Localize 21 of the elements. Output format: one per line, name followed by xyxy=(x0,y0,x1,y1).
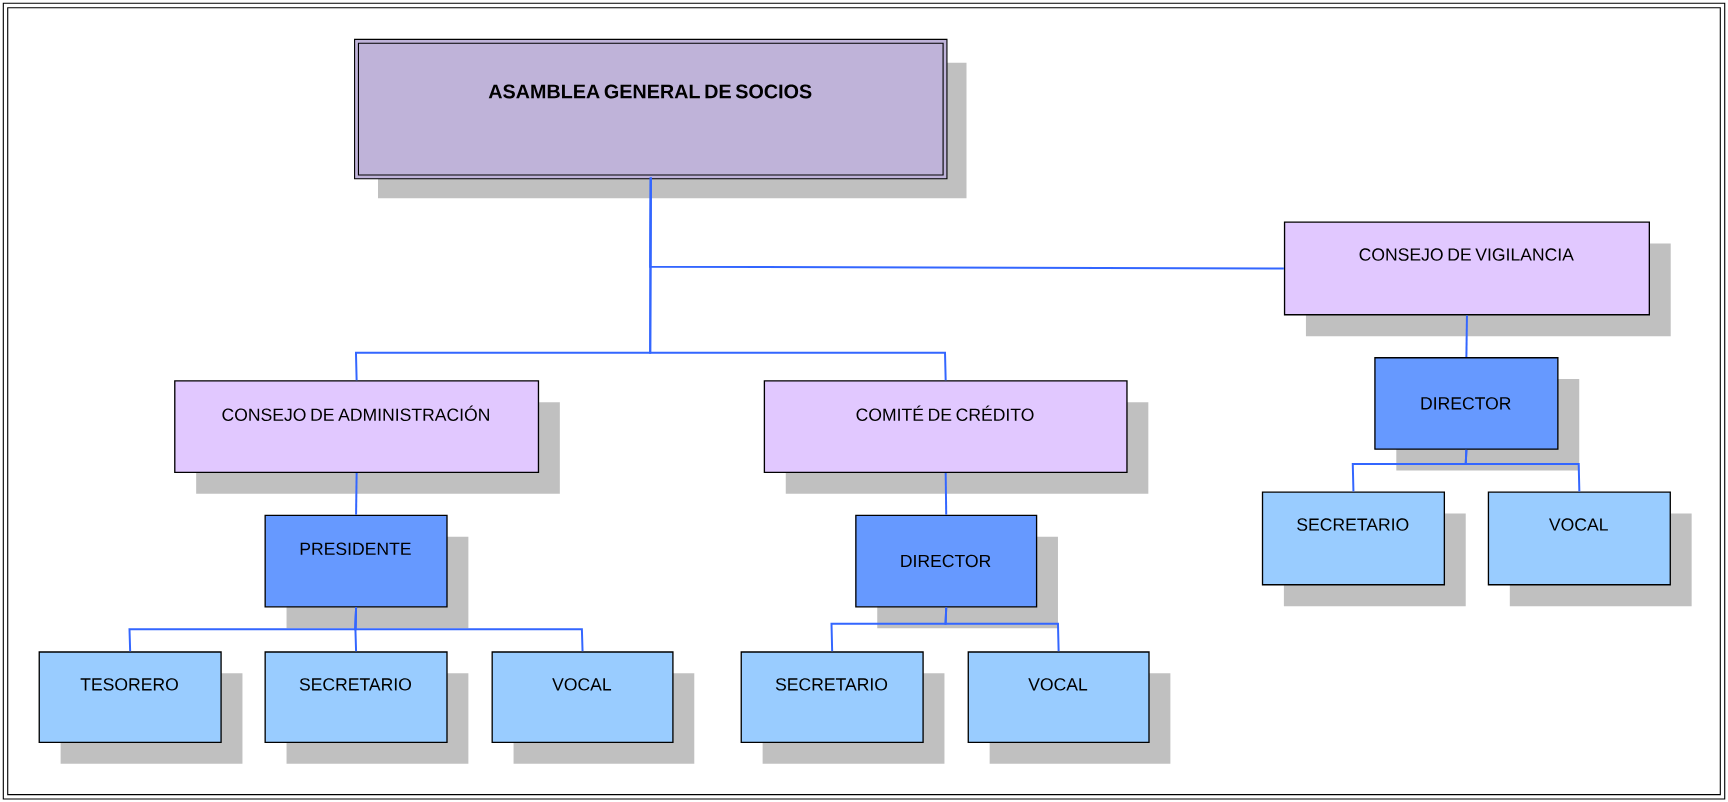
connector-line xyxy=(1465,314,1468,358)
connector-line xyxy=(944,471,948,516)
org-box: CONSEJO DE ADMINISTRACIÓN xyxy=(174,380,540,473)
connector-line xyxy=(354,606,584,653)
org-box: TESORERO xyxy=(38,651,222,743)
org-box: COMITÉ DE CRÉDITO xyxy=(763,380,1128,473)
org-box: DIRECTOR xyxy=(855,514,1038,608)
org-box: VOCAL xyxy=(967,651,1150,743)
org-box: SECRETARIO xyxy=(1261,491,1445,586)
connector-line xyxy=(649,176,947,382)
org-box: SECRETARIO xyxy=(740,651,924,743)
connector-line xyxy=(1464,448,1581,493)
connector-line xyxy=(944,606,1060,653)
connector-line xyxy=(355,471,358,516)
org-box: PRESIDENTE xyxy=(264,514,448,608)
org-box: VOCAL xyxy=(491,651,674,743)
org-box: VOCAL xyxy=(1487,491,1671,586)
assembly-box: ASAMBLEA GENERAL DE SOCIOS xyxy=(354,38,948,180)
org-box: DIRECTOR xyxy=(1374,356,1559,450)
org-box: CONSEJO DE VIGILANCIA xyxy=(1283,221,1650,316)
org-box: SECRETARIO xyxy=(264,651,448,743)
